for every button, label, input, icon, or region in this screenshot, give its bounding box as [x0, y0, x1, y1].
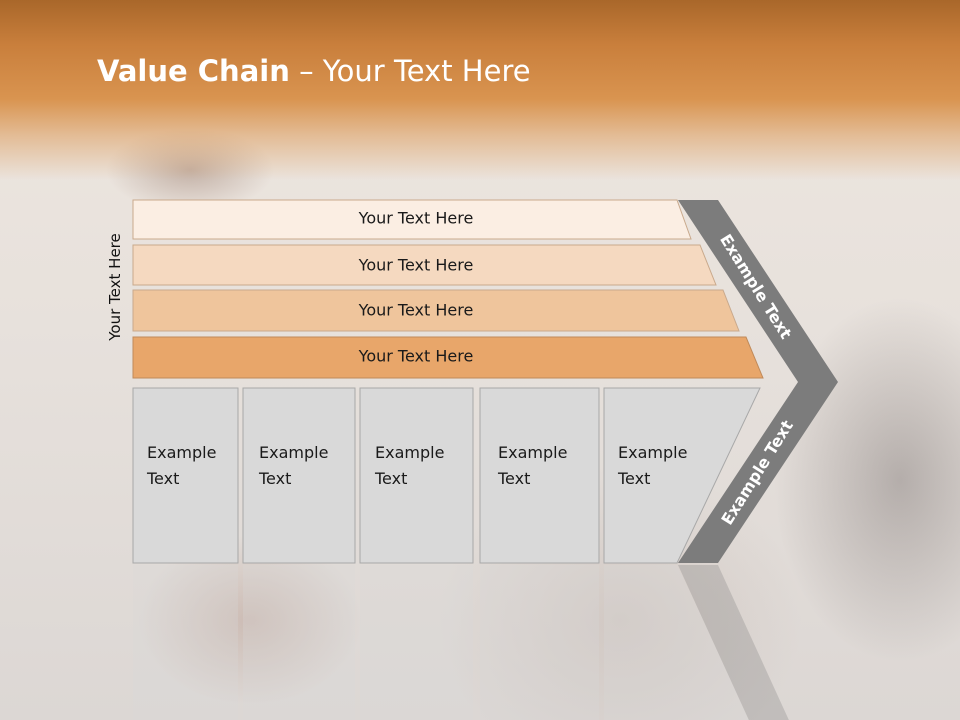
- slide-title: Value Chain – Your Text Here: [97, 54, 531, 88]
- diagram-reflection: [133, 565, 789, 720]
- box-1-line2: Text: [146, 469, 179, 488]
- box-5-line1: Example: [618, 443, 687, 462]
- box-3: [359, 387, 474, 564]
- chevron-shape: [678, 200, 838, 563]
- box-1: [132, 387, 239, 564]
- bar-3: [132, 289, 740, 332]
- bar-1: [132, 199, 692, 240]
- box-4-line1: Example: [498, 443, 567, 462]
- box-5: [603, 387, 761, 564]
- box-1-line1: Example: [147, 443, 216, 462]
- bar-2-label: Your Text Here: [358, 256, 474, 275]
- box-3-line2: Text: [374, 469, 407, 488]
- box-2: [242, 387, 356, 564]
- bar-4-label: Your Text Here: [358, 347, 474, 366]
- box-2-line2: Text: [258, 469, 291, 488]
- title-band: [0, 0, 960, 180]
- bar-3-label: Your Text Here: [358, 301, 474, 320]
- box-2-line1: Example: [259, 443, 328, 462]
- title-rest: – Your Text Here: [289, 54, 531, 88]
- box-4-line2: Text: [497, 469, 530, 488]
- bar-1-label: Your Text Here: [358, 209, 474, 228]
- box-5-line2: Text: [617, 469, 650, 488]
- bar-2: [132, 244, 717, 286]
- title-bold: Value Chain: [97, 54, 290, 88]
- box-3-line1: Example: [375, 443, 444, 462]
- bar-4: [132, 336, 764, 379]
- box-4: [479, 387, 600, 564]
